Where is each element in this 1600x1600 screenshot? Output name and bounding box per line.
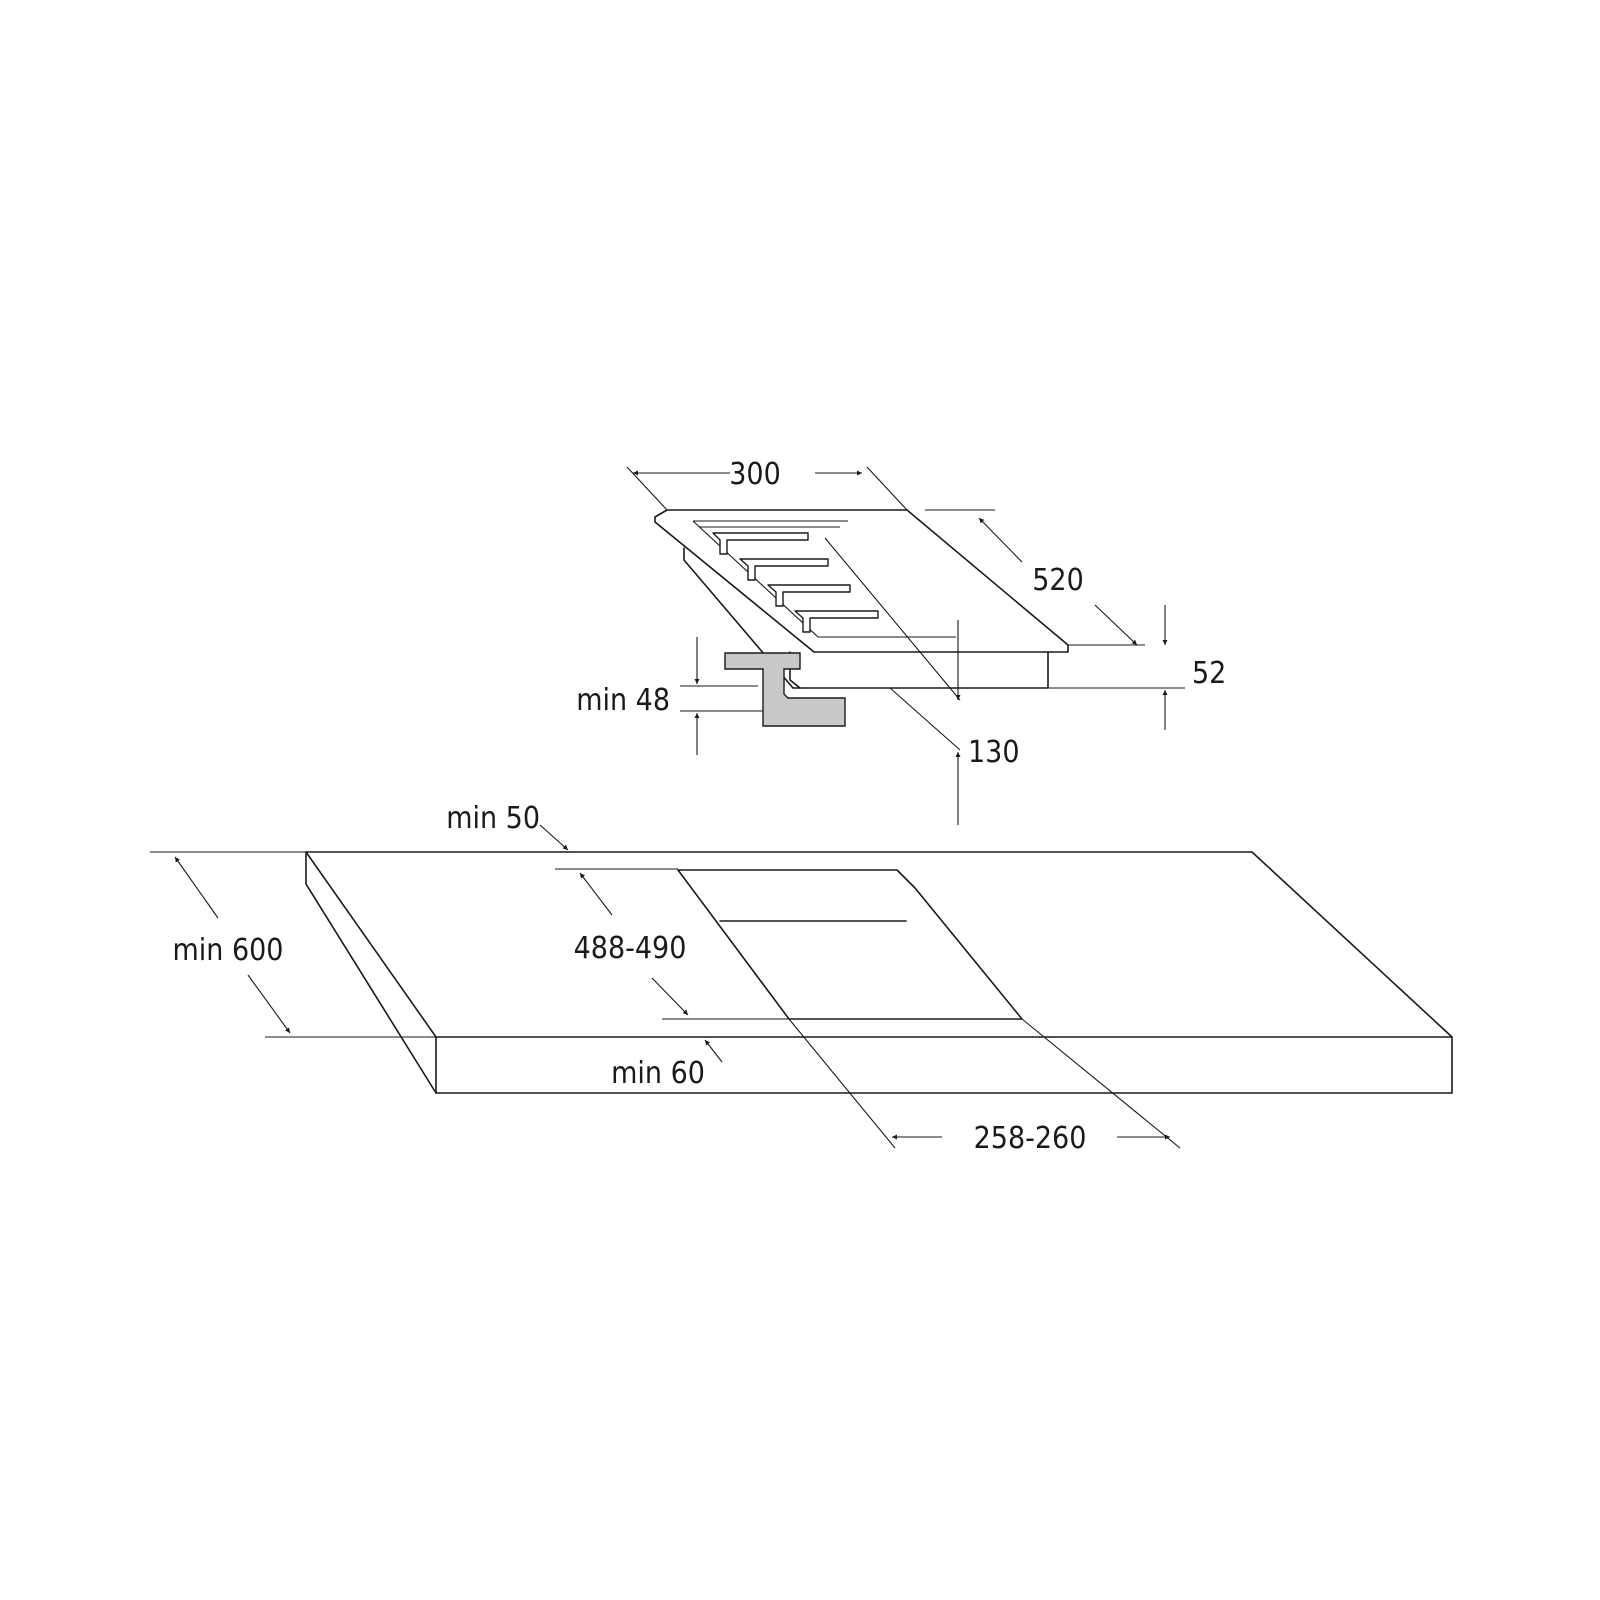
dim-cutout-width: 258-260: [788, 1018, 1181, 1156]
label-52: 52: [1192, 656, 1226, 691]
pan-supports: [712, 532, 879, 633]
label-488-490: 488-490: [574, 931, 687, 966]
label-min-50: min 50: [446, 801, 540, 836]
label-min-48: min 48: [576, 683, 670, 718]
dim-worktop-depth: min 600: [150, 851, 436, 1038]
hob-unit: [654, 509, 1069, 727]
dim-cutout-depth: 488-490: [555, 868, 789, 1020]
dim-front-clearance: min 60: [611, 1039, 723, 1091]
dim-hob-below: 130: [824, 537, 1020, 825]
label-130: 130: [968, 735, 1020, 770]
label-300: 300: [729, 457, 781, 492]
worktop: [305, 851, 1453, 1094]
dim-hob-width: 300: [626, 457, 908, 511]
worktop-cutout: [677, 869, 1023, 1020]
label-258-260: 258-260: [974, 1121, 1087, 1156]
label-min-60: min 60: [611, 1056, 705, 1091]
dim-clearance-under: min 48: [576, 637, 763, 755]
dim-hob-depth: 520: [925, 509, 1145, 646]
dim-back-clearance: min 50: [446, 801, 569, 851]
label-520: 520: [1032, 563, 1084, 598]
label-min-600: min 600: [173, 933, 284, 968]
dim-hob-height: 52: [1048, 605, 1226, 730]
mounting-bracket: [724, 652, 846, 727]
hob-body: [683, 547, 1049, 689]
worktop-top-surface: [305, 851, 1453, 1094]
